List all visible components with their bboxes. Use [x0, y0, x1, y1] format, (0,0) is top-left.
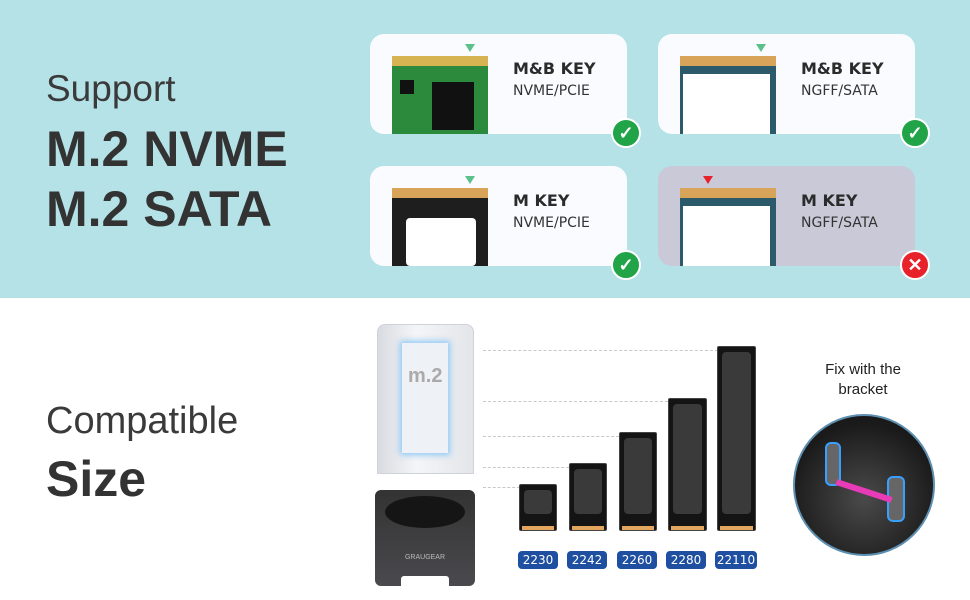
card-title: M KEY	[513, 191, 570, 210]
check-icon: ✓	[900, 118, 930, 148]
ssd-22110-image	[717, 346, 756, 531]
cross-icon: ✕	[900, 250, 930, 280]
bracket-caption-line: bracket	[838, 381, 888, 398]
key-notch-marker-icon	[703, 176, 713, 184]
check-icon: ✓	[611, 118, 641, 148]
guide-line	[483, 487, 520, 488]
bracket-caption-line: Fix with the	[825, 361, 901, 378]
card-title: M&B KEY	[801, 59, 884, 78]
size-label-2242: 2242	[567, 551, 607, 569]
bracket-caption: Fix with the bracket	[790, 360, 936, 400]
double-arrow-icon	[835, 479, 893, 503]
card-mb-key-nvme: M&B KEY NVME/PCIE ✓	[370, 34, 641, 148]
key-notch-marker-icon	[465, 176, 475, 184]
support-heading: Support	[46, 68, 176, 109]
card-title: M&B KEY	[513, 59, 596, 78]
guide-line	[483, 467, 569, 468]
enclosure-base-image: GRAUGEAR	[375, 490, 475, 586]
compatible-heading: Compatible	[46, 400, 239, 442]
ssd-board-image	[680, 188, 776, 266]
m2-label: m.2	[408, 365, 443, 387]
size-label-2280: 2280	[666, 551, 706, 569]
card-subtitle: NVME/PCIE	[513, 215, 590, 231]
size-label-2260: 2260	[617, 551, 657, 569]
nvme-heading: M.2 NVME	[46, 121, 288, 177]
ssd-2242-image	[569, 463, 607, 531]
card-subtitle: NVME/PCIE	[513, 83, 590, 99]
card-subtitle: NGFF/SATA	[801, 83, 878, 99]
size-label-2230: 2230	[518, 551, 558, 569]
sata-heading: M.2 SATA	[46, 181, 272, 237]
guide-line	[483, 350, 718, 351]
size-heading: Size	[46, 451, 147, 507]
key-notch-marker-icon	[756, 44, 766, 52]
ssd-board-image	[392, 188, 488, 266]
card-m-key-sata: M KEY NGFF/SATA ✕	[658, 166, 930, 280]
key-notch-marker-icon	[465, 44, 475, 52]
ssd-2260-image	[619, 432, 657, 531]
card-mb-key-sata: M&B KEY NGFF/SATA ✓	[658, 34, 930, 148]
ssd-2280-image	[668, 398, 707, 531]
card-m-key-nvme: M KEY NVME/PCIE ✓	[370, 166, 641, 280]
card-subtitle: NGFF/SATA	[801, 215, 878, 231]
guide-line	[483, 436, 619, 437]
size-label-22110: 22110	[715, 551, 757, 569]
bracket-detail-image	[793, 414, 935, 556]
ssd-board-image	[392, 56, 488, 134]
enclosure-cover-image: m.2	[377, 324, 474, 474]
check-icon: ✓	[611, 250, 641, 280]
guide-line	[483, 401, 668, 402]
card-title: M KEY	[801, 191, 858, 210]
ssd-2230-image	[519, 484, 557, 531]
ssd-board-image	[680, 56, 776, 134]
brand-label: GRAUGEAR	[404, 554, 446, 561]
